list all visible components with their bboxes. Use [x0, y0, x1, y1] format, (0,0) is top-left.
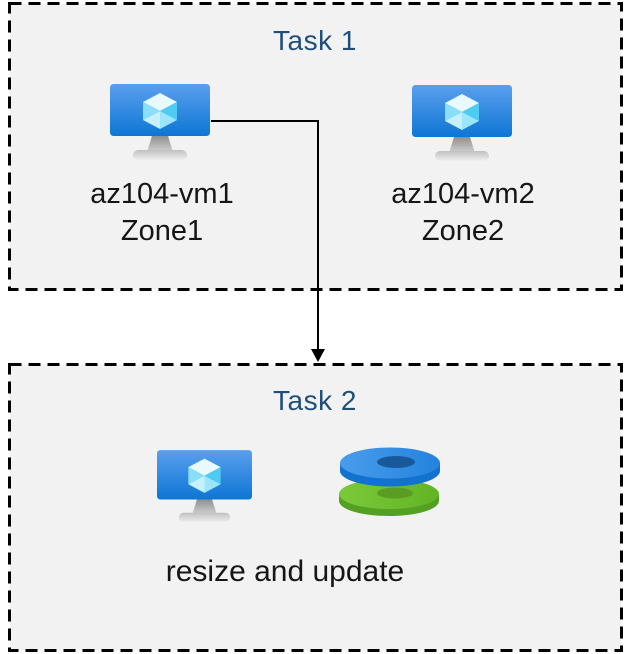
vm1-label: az104-vm1 Zone1	[52, 176, 272, 250]
task2-box	[8, 363, 623, 652]
task2-caption: resize and update	[165, 555, 405, 588]
task2-title: Task 2	[273, 385, 357, 416]
vm2-label: az104-vm2 Zone2	[353, 176, 573, 250]
vm1-zone: Zone1	[120, 215, 204, 247]
vm-icon	[412, 85, 512, 161]
vm2-zone: Zone2	[421, 215, 505, 247]
vm2-name: az104-vm2	[391, 178, 535, 210]
vm-icon	[110, 84, 210, 160]
task1-title: Task 1	[273, 25, 357, 56]
connector-line	[211, 120, 319, 349]
task1-box	[8, 2, 623, 291]
vm1-name: az104-vm1	[90, 178, 234, 210]
vm-icon	[157, 450, 252, 523]
connector-arrowhead	[311, 349, 325, 362]
disks-icon	[339, 447, 440, 516]
